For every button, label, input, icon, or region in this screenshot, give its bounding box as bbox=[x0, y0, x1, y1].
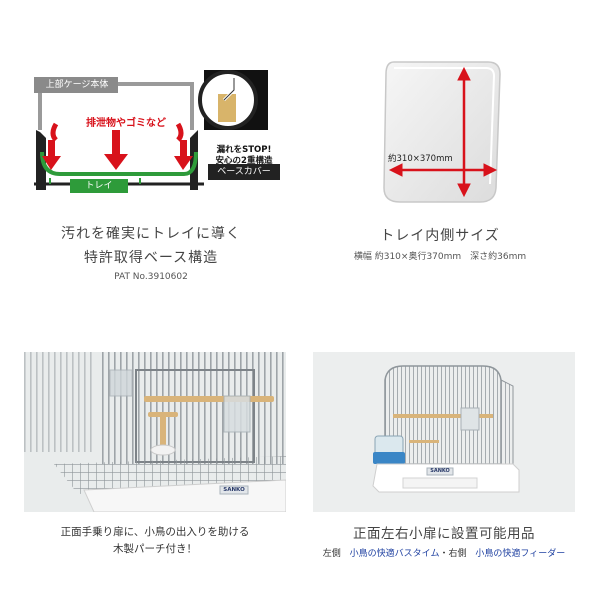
sub-mid: ・右側 bbox=[439, 549, 467, 559]
full-cage-side bbox=[500, 379, 514, 471]
brand-plate bbox=[219, 485, 249, 495]
panel4-sub-line: 左側 小鳥の快適バスタイム・右側 小鳥の快適フィーダー bbox=[313, 546, 575, 559]
brand-plate-full bbox=[426, 467, 454, 476]
tray-label-box bbox=[70, 179, 128, 193]
perch-stand bbox=[148, 412, 178, 417]
tray-bracket bbox=[49, 178, 141, 184]
base-label: ベースカバー bbox=[217, 167, 271, 177]
panel3-caption: 正面手乗り扉に、小鳥の出入りを助ける 木製パーチ付き！ bbox=[24, 524, 286, 558]
full-cage-perch bbox=[393, 414, 493, 418]
stop-label-2: 安心の2重構造 bbox=[215, 156, 273, 166]
diagram-svg bbox=[34, 70, 280, 193]
zoom-arrow-outline bbox=[223, 78, 235, 101]
tray-inner-edge bbox=[394, 67, 496, 185]
brand-label-front: SANKO bbox=[223, 487, 245, 493]
panel4-caption-title: 正面左右小扉に設置可能用品 bbox=[353, 526, 535, 542]
base-label-box bbox=[208, 164, 280, 180]
top-label-box bbox=[34, 77, 118, 93]
sub-left: 左側 bbox=[322, 549, 341, 559]
panel1-caption: 汚れを確実にトレイに導く 特許取得ベース構造 PAT No.3910602 bbox=[20, 222, 282, 282]
tray-shape bbox=[40, 151, 198, 176]
width-arrow bbox=[388, 163, 498, 177]
sub-feeder-product: 小鳥の快適フィーダー bbox=[475, 549, 566, 559]
sub-bath-product: 小鳥の快適バスタイム bbox=[349, 549, 440, 559]
panel3-caption-line1: 正面手乗り扉に、小鳥の出入りを助ける bbox=[60, 526, 250, 538]
waste-arrows bbox=[42, 122, 193, 170]
tray-size-label: 約310×370mm bbox=[388, 154, 453, 164]
cage-full-svg bbox=[313, 352, 575, 512]
panel2-caption-title: トレイ内側サイズ bbox=[380, 228, 500, 244]
cage-front-svg bbox=[24, 352, 286, 512]
cage-bars-left bbox=[24, 352, 94, 452]
cage-front-photo: SANKO bbox=[24, 352, 286, 512]
brand-label-full: SANKO bbox=[430, 468, 450, 474]
waste-label: 排泄物やゴミなど bbox=[86, 118, 166, 129]
feeder-cup-left bbox=[109, 369, 133, 397]
feeder-right bbox=[460, 407, 480, 431]
cage-bars-front bbox=[102, 352, 286, 464]
base-structure-diagram: 上部ケージ本体 排泄物やゴミなど 漏れをSTOP! 安心の2重構造 ベースカバー… bbox=[20, 60, 282, 200]
panel1-caption-line2: 特許取得ベース構造 bbox=[83, 250, 219, 266]
stop-label-1: 漏れをSTOP! bbox=[216, 145, 272, 155]
tray-svg bbox=[383, 61, 501, 203]
tray-size-image: 約310×370mm bbox=[380, 56, 502, 206]
feeder-cup-right bbox=[223, 395, 251, 433]
zoom-tray-part bbox=[218, 94, 236, 122]
wooden-perch bbox=[144, 396, 274, 402]
tray-label: トレイ bbox=[85, 181, 113, 191]
panel1-caption-line1: 汚れを確実にトレイに導く bbox=[61, 226, 241, 242]
base-drawer bbox=[402, 477, 478, 489]
panel2-caption: トレイ内側サイズ 横幅 約310×奥行370mm 深さ約36mm bbox=[320, 224, 560, 262]
patent-number: PAT No.3910602 bbox=[114, 272, 188, 282]
panel3-caption-line2: 木製パーチ付き！ bbox=[113, 543, 197, 555]
cage-full-photo: SANKO bbox=[313, 352, 575, 512]
top-label: 上部ケージ本体 bbox=[45, 80, 109, 90]
tray-dimensions: 横幅 約310×奥行370mm 深さ約36mm bbox=[353, 252, 527, 262]
panel4-caption: 正面左右小扉に設置可能用品 左側 小鳥の快適バスタイム・右側 小鳥の快適フィーダ… bbox=[313, 522, 575, 559]
tray-body bbox=[383, 61, 501, 203]
